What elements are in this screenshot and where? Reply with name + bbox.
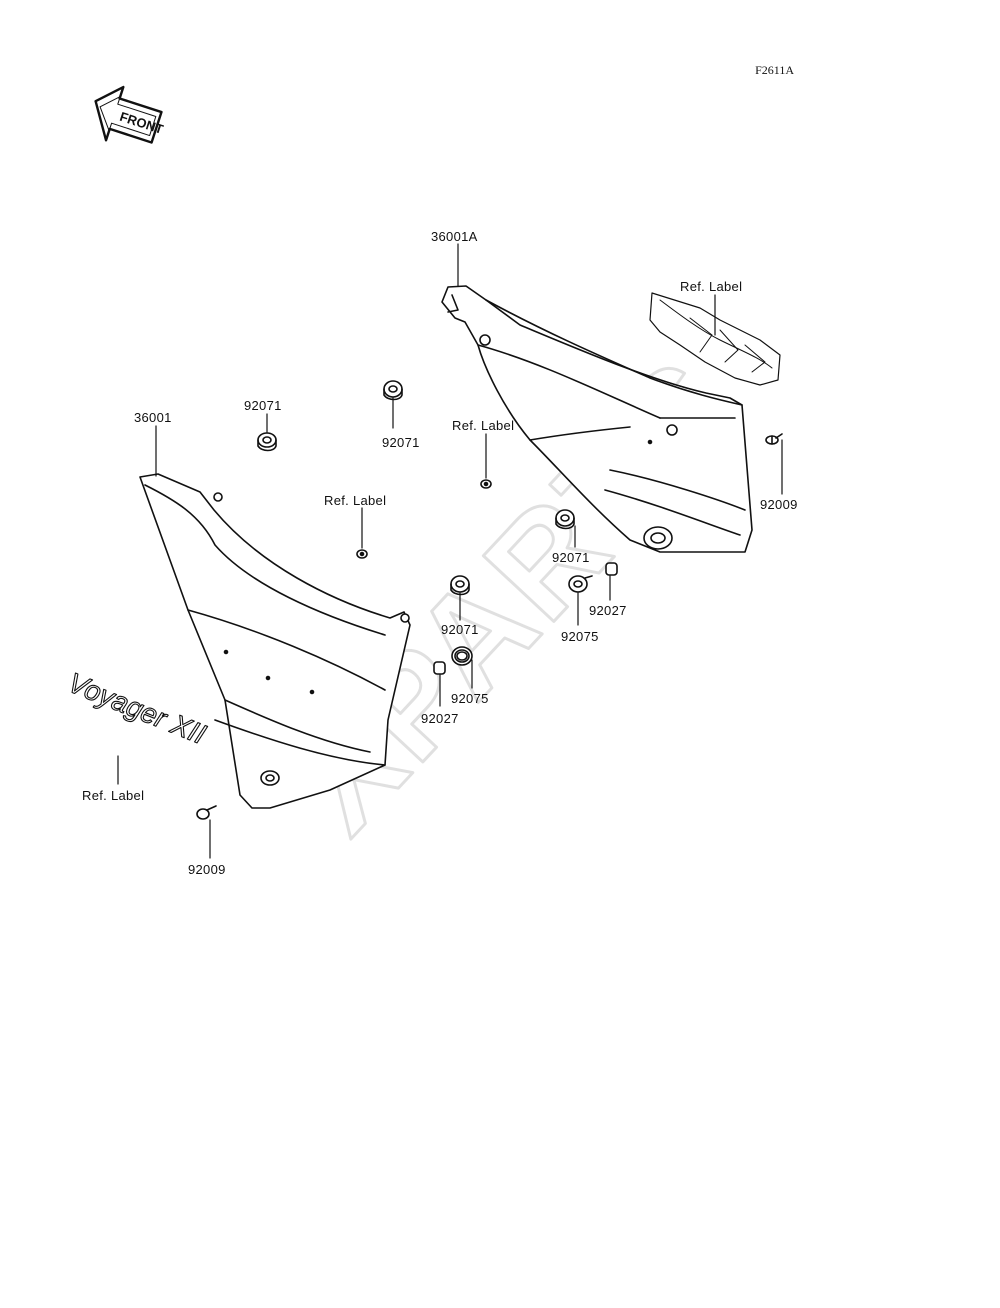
label-ref-label-center: Ref. Label — [452, 418, 515, 433]
label-92075-right: 92075 — [561, 629, 599, 644]
grommet-92071-d — [450, 575, 470, 596]
grommet-92071-c — [555, 509, 575, 530]
bolt-92009-right — [765, 433, 783, 445]
front-arrow-icon: FRONT — [94, 85, 165, 144]
bolt-92009-left — [196, 805, 217, 820]
drawing-code: F2611A — [755, 63, 794, 77]
label-92027-left: 92027 — [421, 711, 459, 726]
label-ref-label-left: Ref. Label — [82, 788, 145, 803]
label-36001A: 36001A — [431, 229, 478, 244]
side-cover-36001 — [139, 473, 411, 809]
spacer-92027-right — [605, 562, 618, 576]
left-emblem-text: Voyager XII — [64, 667, 211, 750]
label-92071-b: 92071 — [382, 435, 420, 450]
grommet-92071-a — [257, 432, 277, 452]
label-ref-label-top: Ref. Label — [680, 279, 743, 294]
side-cover-36001A — [441, 285, 753, 553]
left-emblem: Voyager XII — [63, 666, 211, 750]
label-36001: 36001 — [134, 410, 172, 425]
right-emblem — [649, 292, 781, 386]
leader-lines — [117, 243, 783, 859]
label-92071-a: 92071 — [244, 398, 282, 413]
label-92071-d: 92071 — [441, 622, 479, 637]
label-92075-left: 92075 — [451, 691, 489, 706]
label-92009-left: 92009 — [188, 862, 226, 877]
ref-label-part-mid — [356, 549, 368, 559]
label-92071-c: 92071 — [552, 550, 590, 565]
label-92027-right: 92027 — [589, 603, 627, 618]
grommet-92071-b — [383, 380, 403, 401]
label-ref-label-mid: Ref. Label — [324, 493, 387, 508]
collar-92075-right — [568, 575, 593, 593]
label-92009-right: 92009 — [760, 497, 798, 512]
collar-92075-left — [451, 646, 473, 666]
ref-label-part-center — [480, 479, 492, 489]
spacer-92027-left — [433, 661, 446, 675]
